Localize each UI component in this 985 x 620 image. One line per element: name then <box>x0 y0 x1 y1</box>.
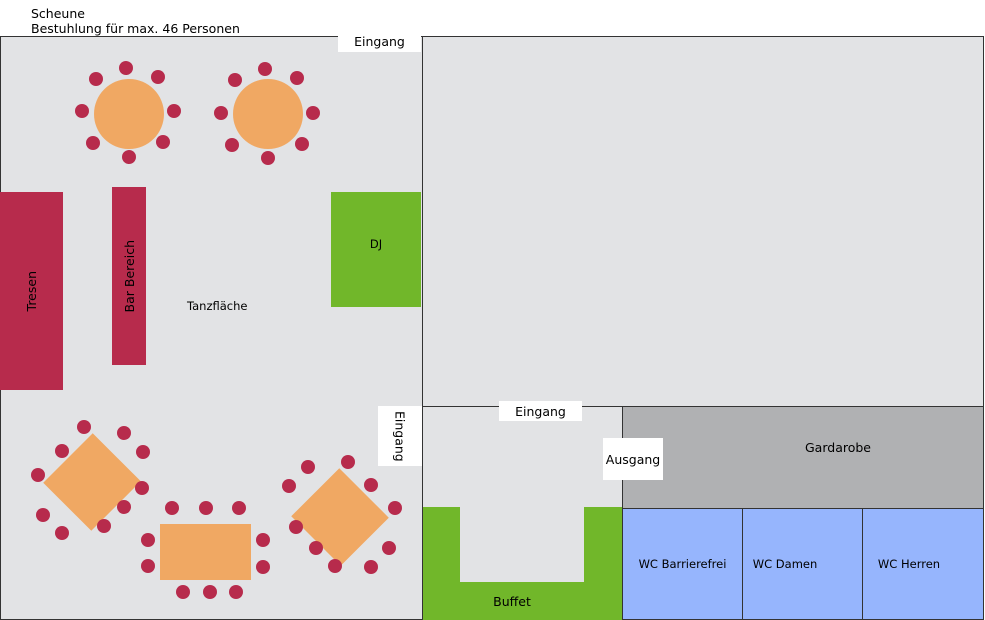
chair <box>232 501 246 515</box>
buffet-bottom: Buffet <box>459 582 585 620</box>
chair <box>141 533 155 547</box>
chair <box>55 444 69 458</box>
chair <box>136 445 150 459</box>
dj-booth: DJ <box>331 192 421 307</box>
chair <box>214 106 228 120</box>
entrance-side-label: Eingang <box>392 410 408 462</box>
exit-label: Ausgang <box>605 451 661 467</box>
rect-table <box>291 468 389 566</box>
entrance-top-label: Eingang <box>354 33 405 49</box>
chair <box>261 151 275 165</box>
chair <box>165 501 179 515</box>
entrance-top: Eingang <box>338 30 421 52</box>
chair <box>301 460 315 474</box>
chair <box>89 72 103 86</box>
round-table <box>233 79 303 149</box>
chair <box>135 481 149 495</box>
chair <box>306 106 320 120</box>
chair <box>199 501 213 515</box>
chair <box>55 526 69 540</box>
chair <box>156 135 170 149</box>
chair <box>176 585 190 599</box>
buffet-label: Buffet <box>493 593 531 609</box>
dj-label: DJ <box>369 236 383 251</box>
chair <box>364 560 378 574</box>
bar-area: Bar Bereich <box>112 187 146 365</box>
chair <box>167 104 181 118</box>
chair <box>328 559 342 573</box>
chair <box>309 541 323 555</box>
rect-table <box>43 433 141 531</box>
chair <box>151 70 165 84</box>
chair <box>119 61 133 75</box>
chair <box>117 500 131 514</box>
chair <box>75 104 89 118</box>
chair <box>229 585 243 599</box>
chair <box>77 420 91 434</box>
entrance-side: Eingang <box>378 406 422 466</box>
chair <box>364 478 378 492</box>
wc-accessible-label: WC Barrierefrei <box>638 557 727 571</box>
seating-capacity: Bestuhlung für max. 46 Personen <box>31 21 240 36</box>
upper-right-room <box>422 36 984 407</box>
wc-men: WC Herren <box>862 508 984 620</box>
chair <box>256 533 270 547</box>
chair <box>225 138 239 152</box>
chair <box>289 520 303 534</box>
counter: Tresen <box>0 192 63 390</box>
chair <box>97 519 111 533</box>
buffet-left <box>423 507 460 620</box>
entrance-lower-label: Eingang <box>515 403 566 419</box>
dance-floor-label: Tanzfläche <box>187 299 248 313</box>
chair <box>290 71 304 85</box>
entrance-lower: Eingang <box>499 401 582 421</box>
chair <box>295 137 309 151</box>
chair <box>117 426 131 440</box>
chair <box>341 455 355 469</box>
chair <box>282 479 296 493</box>
chair <box>256 560 270 574</box>
chair <box>86 136 100 150</box>
exit-door: Ausgang <box>603 438 663 480</box>
chair <box>258 62 272 76</box>
cloakroom-label: Gardarobe <box>805 440 871 455</box>
chair <box>31 468 45 482</box>
rect-table <box>160 524 251 580</box>
wc-women: WC Damen <box>742 508 863 620</box>
chair <box>141 559 155 573</box>
wc-men-label: WC Herren <box>877 557 941 571</box>
buffet-right <box>584 507 622 620</box>
chair <box>388 501 402 515</box>
chair <box>228 73 242 87</box>
chair <box>122 150 136 164</box>
chair <box>203 585 217 599</box>
chair <box>36 508 50 522</box>
page-title: Scheune <box>31 6 85 21</box>
round-table <box>94 79 164 149</box>
wc-women-label: WC Damen <box>752 557 818 571</box>
chair <box>382 541 396 555</box>
